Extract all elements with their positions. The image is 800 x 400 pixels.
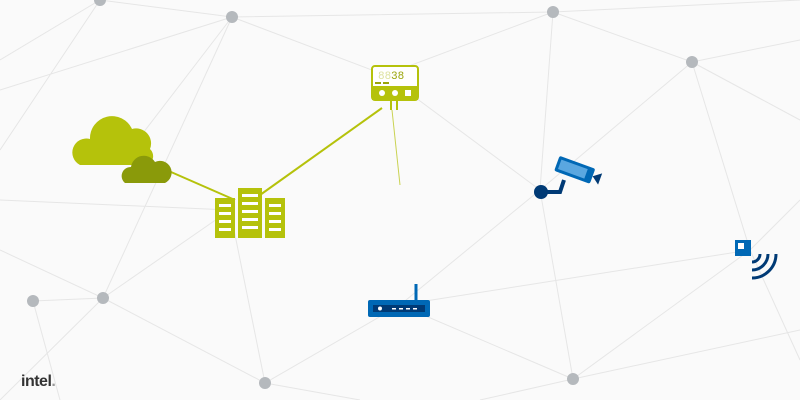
mesh-node: [27, 295, 39, 307]
logo-text: intel: [21, 373, 52, 390]
cloud-icon: [72, 116, 172, 183]
server-rack-icon: [215, 188, 285, 238]
mesh-node: [226, 11, 238, 23]
mesh-nodes: [27, 0, 698, 389]
mesh-node: [259, 377, 271, 389]
wireless-sensor-icon: [735, 240, 778, 280]
sensor-display-value: 38: [391, 71, 404, 83]
router-icon: [368, 284, 430, 317]
sensor-display-dim: 88: [378, 71, 391, 83]
intel-logo: intel.: [21, 373, 56, 391]
sensor-controller-icon: 88 38: [371, 65, 419, 110]
mesh-node: [547, 6, 559, 18]
mesh-node: [567, 373, 579, 385]
security-camera-icon: [534, 156, 603, 199]
green-connections: [154, 107, 401, 201]
mesh-node: [686, 56, 698, 68]
mesh-node: [94, 0, 106, 6]
logo-dot: .: [51, 373, 56, 390]
mesh-node: [97, 292, 109, 304]
